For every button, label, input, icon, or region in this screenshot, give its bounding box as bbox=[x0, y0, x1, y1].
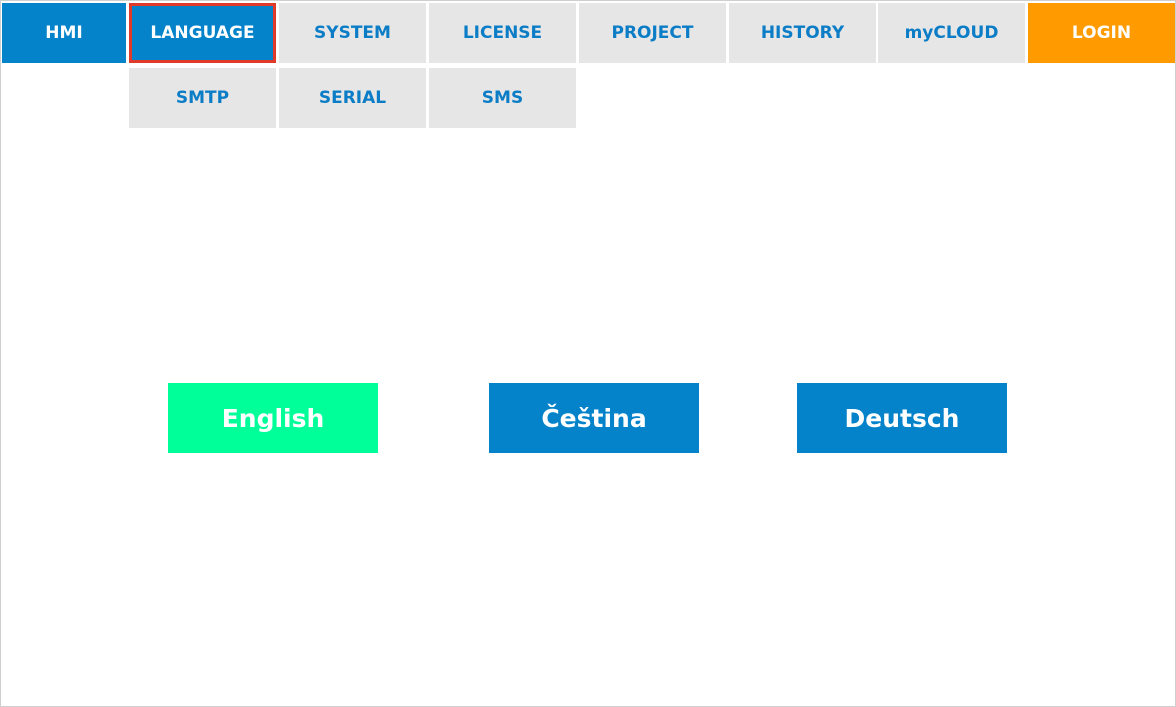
tab-sms[interactable]: SMS bbox=[429, 68, 576, 128]
tab-label: LOGIN bbox=[1071, 23, 1132, 43]
tab-hmi[interactable]: HMI bbox=[2, 3, 126, 63]
language-label: Deutsch bbox=[844, 403, 960, 433]
language-label: English bbox=[221, 403, 325, 433]
tab-label: LANGUAGE bbox=[150, 23, 255, 43]
tab-login[interactable]: LOGIN bbox=[1028, 3, 1175, 63]
tab-system[interactable]: SYSTEM bbox=[279, 3, 426, 63]
tab-mycloud[interactable]: myCLOUD bbox=[878, 3, 1025, 63]
tab-smtp[interactable]: SMTP bbox=[129, 68, 276, 128]
tab-label: SMTP bbox=[175, 88, 230, 108]
tab-label: HISTORY bbox=[760, 23, 845, 43]
tab-label: myCLOUD bbox=[904, 23, 999, 43]
language-english-button[interactable]: English bbox=[168, 383, 378, 453]
language-deutsch-button[interactable]: Deutsch bbox=[797, 383, 1007, 453]
language-cestina-button[interactable]: Čeština bbox=[489, 383, 699, 453]
tab-label: SMS bbox=[481, 88, 524, 108]
tab-label: HMI bbox=[45, 23, 83, 43]
tab-label: PROJECT bbox=[611, 23, 694, 43]
tab-label: SERIAL bbox=[318, 88, 387, 108]
language-label: Čeština bbox=[541, 403, 647, 433]
tab-language[interactable]: LANGUAGE bbox=[129, 3, 276, 63]
tab-label: SYSTEM bbox=[314, 23, 391, 43]
tab-project[interactable]: PROJECT bbox=[579, 3, 726, 63]
tab-serial[interactable]: SERIAL bbox=[279, 68, 426, 128]
tab-license[interactable]: LICENSE bbox=[429, 3, 576, 63]
tab-label: LICENSE bbox=[462, 23, 543, 43]
tab-history[interactable]: HISTORY bbox=[729, 3, 876, 63]
